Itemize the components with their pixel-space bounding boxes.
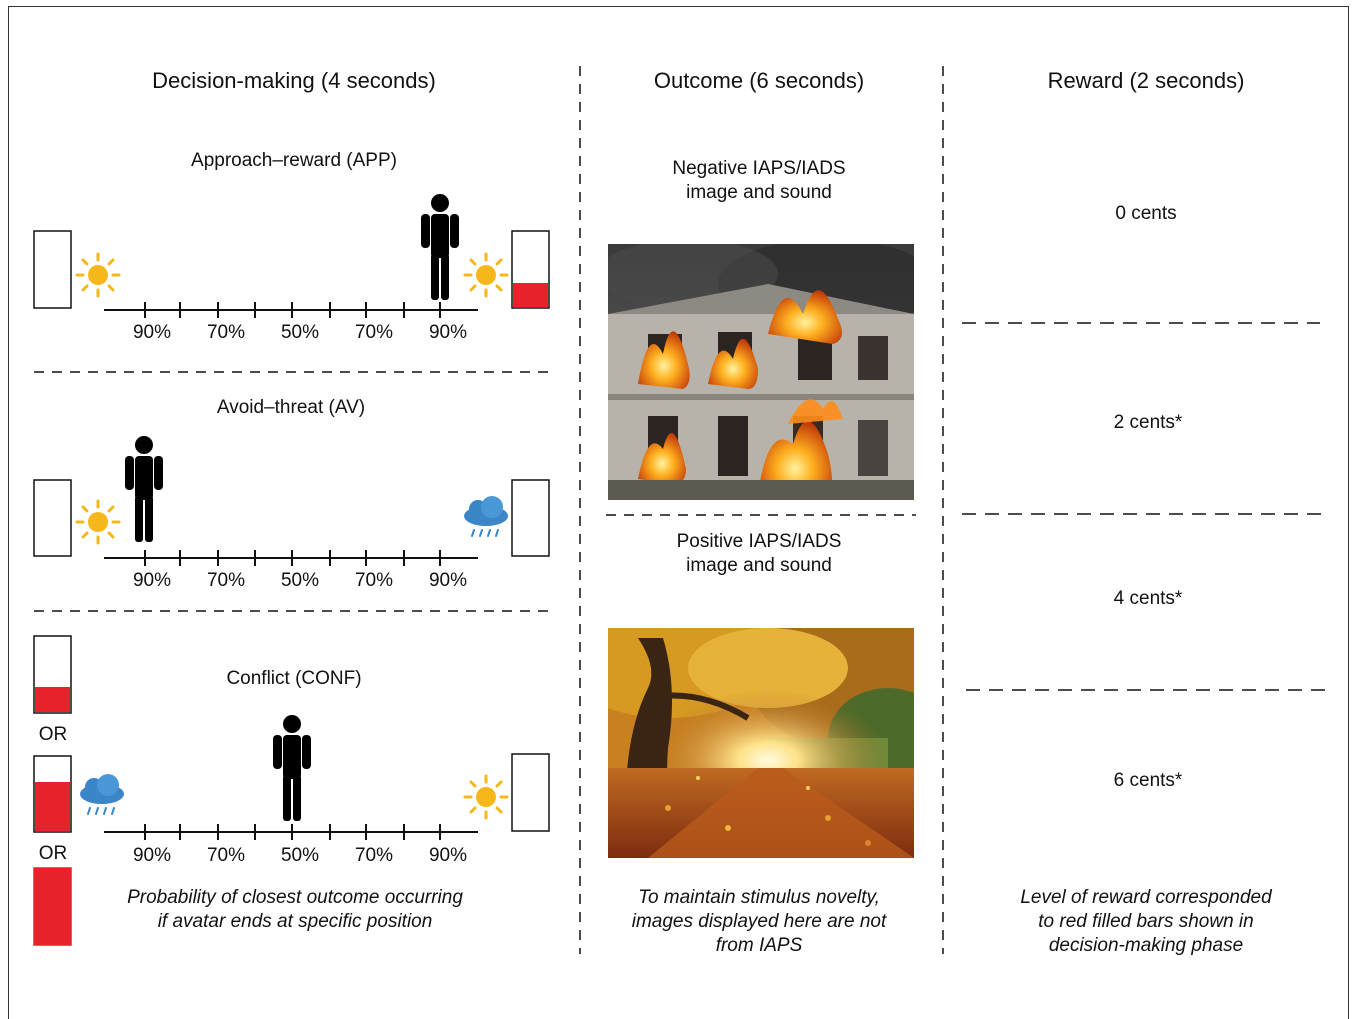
or-label: OR [38, 724, 68, 745]
negative-label-line: Negative IAPS/IADS [672, 158, 846, 179]
decision-caption: Probability of closest outcome occurring… [60, 886, 530, 934]
reward-caption-line: decision-making phase [1048, 935, 1244, 956]
app-scale-label: 50% [280, 322, 320, 343]
positive-label-line: image and sound [686, 555, 832, 576]
av-scale-label: 70% [354, 570, 394, 591]
av-title: Avoid–threat (AV) [216, 397, 366, 418]
reward-caption: Level of reward corresponded to red fill… [986, 886, 1306, 958]
av-scale-label: 50% [280, 570, 320, 591]
app-scale-label: 70% [206, 322, 246, 343]
conf-scale-label: 90% [428, 845, 468, 866]
avatar-icon [125, 436, 163, 542]
av-left-bar [33, 479, 72, 557]
av-scale-label: 90% [132, 570, 172, 591]
conf-right-bar [511, 753, 550, 832]
av-scale-ticks [144, 550, 441, 566]
conf-scale-label: 70% [354, 845, 394, 866]
outcome-caption-line: To maintain stimulus novelty, [638, 887, 880, 908]
rain-cloud-icon [463, 495, 509, 537]
decision-caption-line: if avatar ends at specific position [157, 911, 433, 932]
conf-scale-ticks [144, 824, 441, 840]
negative-label-line: image and sound [686, 182, 832, 203]
figure-border [8, 6, 1349, 1019]
reward-level-4: 4 cents* [1113, 588, 1183, 609]
decision-caption-line: Probability of closest outcome occurring [127, 887, 463, 908]
app-scale-label: 90% [132, 322, 172, 343]
sun-icon [463, 252, 509, 298]
outcome-caption-line: images displayed here are not [631, 911, 887, 932]
conf-left-bar-2-fill [35, 782, 70, 831]
sun-icon [75, 499, 121, 545]
app-scale-label: 70% [354, 322, 394, 343]
reward-level-6: 6 cents* [1113, 770, 1183, 791]
conf-scale-label: 90% [132, 845, 172, 866]
reward-heading: Reward (2 seconds) [1047, 68, 1245, 93]
conf-scale-label: 50% [280, 845, 320, 866]
outcome-heading: Outcome (6 seconds) [653, 68, 865, 93]
app-scale-ticks [144, 302, 441, 318]
av-scale-label: 90% [428, 570, 468, 591]
sun-icon [75, 252, 121, 298]
conf-title: Conflict (CONF) [226, 668, 362, 689]
decision-heading: Decision-making (4 seconds) [152, 68, 436, 93]
sun-icon [463, 774, 509, 820]
av-scale-label: 70% [206, 570, 246, 591]
app-scale-label: 90% [428, 322, 468, 343]
reward-level-0: 0 cents [1115, 203, 1177, 224]
reward-caption-line: to red filled bars shown in [1038, 911, 1254, 932]
conf-left-bar-3 [33, 867, 72, 946]
reward-level-2: 2 cents* [1113, 412, 1183, 433]
conf-scale-label: 70% [206, 845, 246, 866]
app-left-bar [33, 230, 72, 309]
reward-caption-line: Level of reward corresponded [1020, 887, 1272, 908]
rain-cloud-icon [79, 773, 125, 815]
av-right-bar [511, 479, 550, 557]
app-title: Approach–reward (APP) [191, 150, 397, 171]
app-right-bar-fill [513, 283, 548, 307]
or-label: OR [38, 843, 68, 864]
autumn-park-photo [608, 628, 914, 858]
positive-label-line: Positive IAPS/IADS [676, 531, 842, 552]
positive-label: Positive IAPS/IADS image and sound [677, 531, 842, 577]
outcome-caption-line: from IAPS [715, 935, 803, 956]
avatar-icon [273, 715, 311, 821]
outcome-caption: To maintain stimulus novelty, images dis… [599, 886, 919, 958]
burning-house-photo [608, 244, 914, 500]
negative-label: Negative IAPS/IADS image and sound [672, 158, 845, 204]
conf-left-bar-1-fill [35, 687, 70, 712]
avatar-icon [421, 194, 459, 300]
